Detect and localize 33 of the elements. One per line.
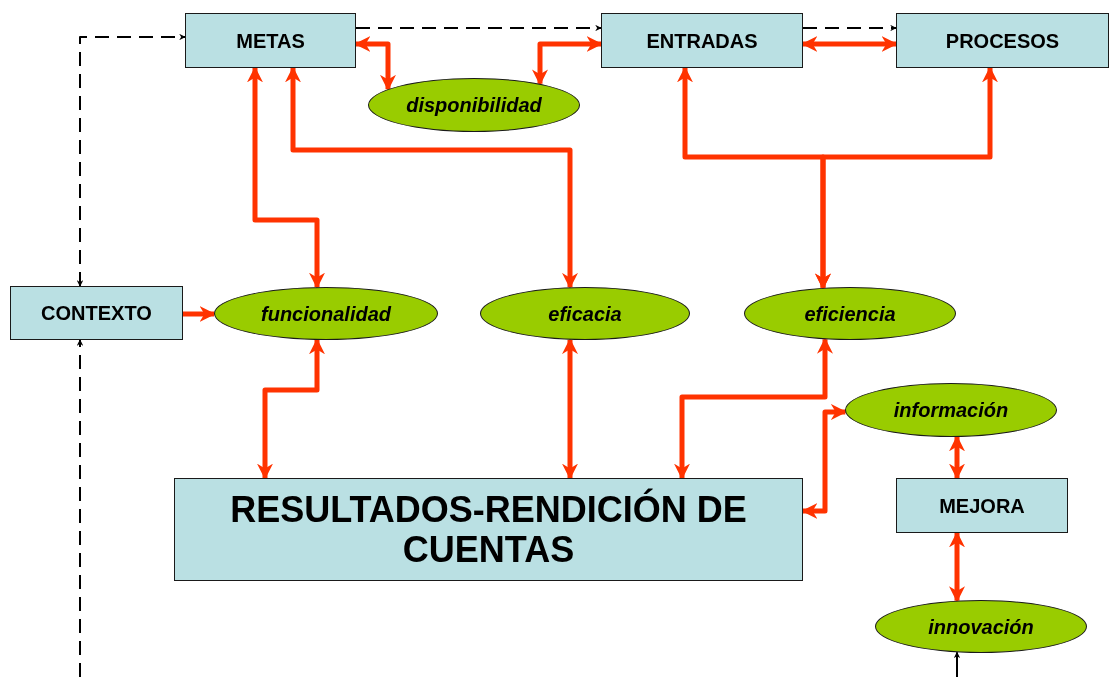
- node-label: CONTEXTO: [41, 302, 152, 324]
- node-label: MEJORA: [939, 494, 1025, 517]
- connector-arrow: [802, 24, 897, 32]
- connector-arrow: [285, 66, 578, 289]
- concept-box: [185, 13, 356, 68]
- connector-arrow: [247, 66, 325, 289]
- node-label: funcionalidad: [261, 302, 391, 325]
- connector-arrow: [801, 36, 898, 52]
- connector-arrow: [532, 36, 603, 86]
- concept-box: [896, 13, 1109, 68]
- concept-box: [896, 478, 1068, 533]
- connector-arrow: [76, 339, 84, 677]
- node-label: información: [893, 399, 1009, 421]
- node-label: ENTRADAS: [646, 29, 758, 52]
- connector-arrow: [949, 435, 965, 480]
- node-label: METAS: [236, 29, 305, 52]
- connector-arrow: [355, 24, 602, 32]
- connector-arrow: [354, 36, 396, 91]
- concept-box: [601, 13, 803, 68]
- node-label: eficiencia: [804, 302, 896, 325]
- connector-arrow: [562, 338, 578, 480]
- node-label: eficacia: [548, 302, 622, 325]
- connector-arrow: [953, 651, 961, 677]
- connector-arrow: [76, 33, 186, 287]
- concept-box: [10, 286, 183, 340]
- concept-box: [174, 478, 803, 581]
- connector-arrow: [183, 306, 216, 322]
- node-label: innovación: [928, 615, 1034, 638]
- node-label: disponibilidad: [406, 94, 542, 116]
- connector-arrow: [801, 404, 847, 519]
- node-label: RESULTADOS-RENDICIÓN DE CUENTAS: [229, 489, 748, 570]
- node-label: PROCESOS: [945, 29, 1060, 52]
- connector-arrow: [257, 338, 325, 480]
